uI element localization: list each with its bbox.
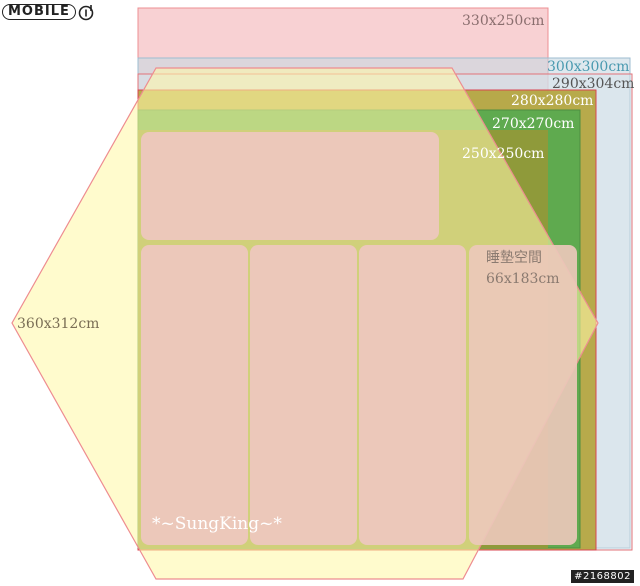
label-300x300: 300x300cm [547,59,629,75]
pad-3 [359,245,466,545]
label-290x304: 290x304cm [552,76,634,92]
mattress-size: 66x183cm [486,271,560,287]
label-360x312: 360x312cm [17,316,99,332]
label-250x250: 250x250cm [462,146,544,162]
label-330x250: 330x250cm [462,13,544,29]
label-280x280: 280x280cm [511,93,593,109]
mattress-label: 睡墊空間 [486,250,542,266]
mobile01-logo: MOBILE [2,2,96,22]
logo-01-icon [78,5,94,21]
pad-4 [469,245,577,545]
pad-2 [250,245,357,545]
label-270x270: 270x270cm [492,116,574,132]
logo-text: MOBILE [2,4,76,20]
watermark: *~SungKing~* [152,514,282,534]
post-id: #2168802 [571,570,634,583]
pad-top [141,132,439,240]
pad-1 [141,245,248,545]
